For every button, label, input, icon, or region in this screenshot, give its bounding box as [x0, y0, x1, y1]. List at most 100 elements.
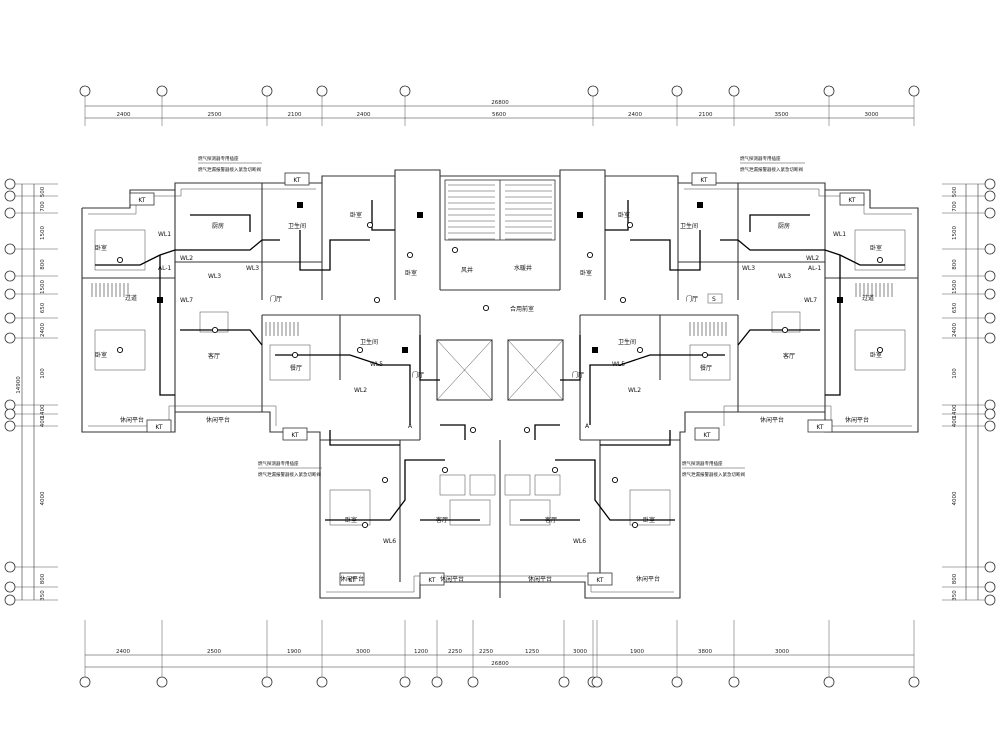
- circuit-label: AL-1: [808, 265, 822, 272]
- dimension-lines: 26800 26800 14900 2400 2500 2100 2400 5600 2400 2…: [16, 100, 979, 668]
- room-label: 休闲平台: [440, 575, 464, 583]
- circuit-label: WL7: [804, 297, 817, 304]
- room-label: 卧室: [870, 351, 882, 359]
- note: 燃气探测器专用插座: [198, 155, 239, 162]
- axis-bubble: [4, 288, 16, 300]
- dim-total-left: 14900: [16, 376, 22, 394]
- kt-label: KT: [703, 432, 710, 439]
- axis-bubble: [984, 594, 996, 606]
- light-fixture: [381, 476, 389, 484]
- dim-top: 2400: [117, 112, 131, 118]
- dim-left: 100: [40, 368, 46, 379]
- elevator-right: [507, 339, 564, 401]
- room-label: 厨房: [212, 222, 224, 230]
- marker-s: S: [712, 296, 716, 303]
- note: 燃气泄漏报警器接入紧急切断阀: [740, 166, 803, 173]
- room-label: 风井: [461, 266, 473, 274]
- kt-label: KT: [155, 424, 162, 431]
- circuit-label: WL3: [208, 273, 221, 280]
- circuit-label: WL6: [573, 538, 586, 545]
- light-fixture: [116, 256, 124, 264]
- room-label: 门厅: [686, 295, 698, 303]
- room-label: 卫生间: [288, 222, 306, 230]
- axis-bubble: [984, 270, 996, 282]
- circuit-label: WL6: [383, 538, 396, 545]
- dim-right: 1500: [952, 226, 958, 240]
- light-fixture: [291, 351, 299, 359]
- axis-bubble: [431, 676, 443, 688]
- kt-box: [129, 192, 155, 206]
- dim-total-top: 26800: [491, 100, 509, 106]
- switch-box: [592, 347, 598, 353]
- room-label: 过道: [862, 294, 874, 302]
- room-label: 水暖井: [514, 264, 532, 272]
- switch-box: [417, 212, 423, 218]
- dim-top: 2500: [208, 112, 222, 118]
- axis-bubble: [79, 85, 91, 97]
- room-label: 卧室: [643, 516, 655, 524]
- dim-right: 2400: [952, 323, 958, 337]
- dim-left: 800: [40, 259, 46, 270]
- dim-right: 1400: [952, 404, 958, 418]
- room-label: 卧室: [95, 351, 107, 359]
- dim-top: 2400: [357, 112, 371, 118]
- interior-walls: [82, 175, 918, 598]
- light-fixture: [523, 426, 531, 434]
- light-fixture: [482, 304, 490, 312]
- kt-box: [282, 427, 308, 441]
- axis-bubble: [4, 312, 16, 324]
- circuit-label: WL5: [370, 361, 383, 368]
- circuit-label: WL2: [628, 387, 641, 394]
- dim-top: 2100: [699, 112, 713, 118]
- axis-bubble: [156, 85, 168, 97]
- kt-box: [807, 419, 833, 433]
- dim-bottom: 3800: [698, 649, 712, 655]
- axis-bubble: [984, 288, 996, 300]
- room-label: 客厅: [783, 352, 795, 360]
- axis-bubble: [399, 676, 411, 688]
- circuit-label: AL-1: [158, 265, 172, 272]
- note: 燃气探测器专用插座: [682, 460, 723, 467]
- dim-left: 350: [40, 590, 46, 601]
- room-label: 卫生间: [680, 222, 698, 230]
- circuit-label: WL3: [778, 273, 791, 280]
- elevator-left: [436, 339, 493, 401]
- axis-bubble: [671, 676, 683, 688]
- axis-bubble: [467, 676, 479, 688]
- axis-bubble: [984, 581, 996, 593]
- room-label: 休闲平台: [120, 416, 144, 424]
- room-label: 客厅: [436, 516, 448, 524]
- light-fixture: [586, 251, 594, 259]
- light-fixture: [611, 476, 619, 484]
- room-label: 门厅: [572, 371, 584, 379]
- circuit-label: WL2: [354, 387, 367, 394]
- kt-box: [284, 172, 310, 186]
- dim-top: 5600: [492, 112, 506, 118]
- dim-right: 4000: [952, 491, 958, 505]
- dim-right: 650: [952, 302, 958, 313]
- dim-bottom: 2250: [479, 649, 493, 655]
- switch-box: [837, 297, 843, 303]
- light-fixture: [781, 326, 789, 334]
- dim-total-bottom: 26800: [491, 661, 509, 667]
- dim-bottom: 1250: [525, 649, 539, 655]
- kt-label: KT: [816, 424, 823, 431]
- room-label: 卧室: [618, 211, 630, 219]
- dim-right: 800: [952, 573, 958, 584]
- dim-bottom: 2250: [448, 649, 462, 655]
- dim-left: 1400: [40, 404, 46, 418]
- marker-a: A: [408, 423, 413, 430]
- light-fixture: [441, 466, 449, 474]
- axis-bubble: [823, 676, 835, 688]
- kt-label: KT: [596, 577, 603, 584]
- dim-right: 800: [952, 259, 958, 270]
- dim-bottom: 1900: [630, 649, 644, 655]
- furniture: [94, 229, 906, 526]
- circuit-labels: WL1 WL1 WL2 WL2 WL3 WL3 WL5 WL5 WL2 WL2 …: [158, 231, 846, 545]
- circuit-label: WL1: [158, 231, 171, 238]
- light-fixture: [211, 326, 219, 334]
- dim-bottom: 1200: [414, 649, 428, 655]
- marker-a: A: [585, 423, 590, 430]
- switch-box: [697, 202, 703, 208]
